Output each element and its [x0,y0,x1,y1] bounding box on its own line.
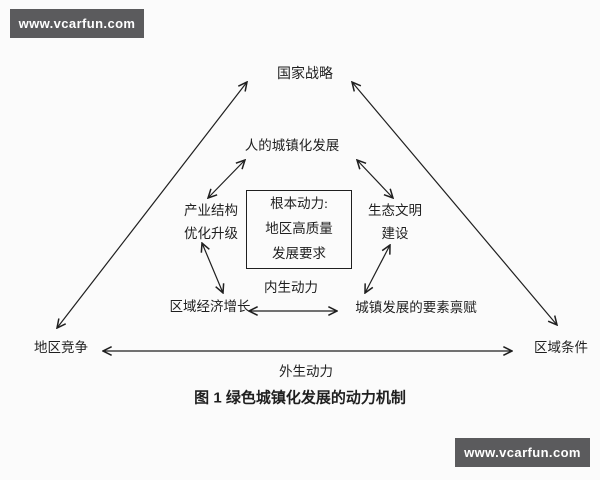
core-box-line2: 地区高质量 [265,221,333,237]
node-industrial-structure-line2: 优化升级 [184,226,238,241]
node-national-strategy: 国家战略 [277,66,333,82]
arrow-eco-endowment [365,245,390,293]
arrow-strategy-conditions [352,82,557,325]
node-core-driving-force-box: 根本动力: 地区高质量 发展要求 [246,190,352,269]
figure-caption: 图 1 绿色城镇化发展的动力机制 [194,389,406,407]
label-exogenous-force: 外生动力 [279,364,333,380]
node-regional-economic-growth: 区域经济增长 [169,299,251,315]
watermark-text: www.vcarfun.com [18,16,136,31]
node-factor-endowment: 城镇发展的要素禀赋 [355,300,477,316]
watermark-text: www.vcarfun.com [464,445,581,460]
node-industrial-structure-line1: 产业结构 [184,202,238,218]
watermark-banner-top-left: www.vcarfun.com [10,9,144,38]
node-regional-conditions: 区域条件 [534,340,588,356]
node-industrial-structure: 产业结构 优化升级 [184,199,238,245]
node-people-urbanization: 人的城镇化发展 [244,138,340,154]
node-eco-civilization-line1: 生态文明 [368,202,422,218]
node-eco-civilization: 生态文明 建设 [368,199,422,245]
core-box-line3: 发展要求 [272,245,326,261]
arrow-strategy-competition [57,82,247,328]
watermark-banner-bottom-right: www.vcarfun.com [455,438,590,467]
node-eco-civilization-line2: 建设 [381,226,409,241]
node-regional-competition: 地区竞争 [34,340,88,356]
arrow-industrial-growth [202,243,223,293]
label-endogenous-force: 内生动力 [264,280,318,296]
arrow-people-industrial [208,160,245,198]
core-box-line1: 根本动力: [270,196,328,212]
arrow-people-eco [357,160,393,198]
